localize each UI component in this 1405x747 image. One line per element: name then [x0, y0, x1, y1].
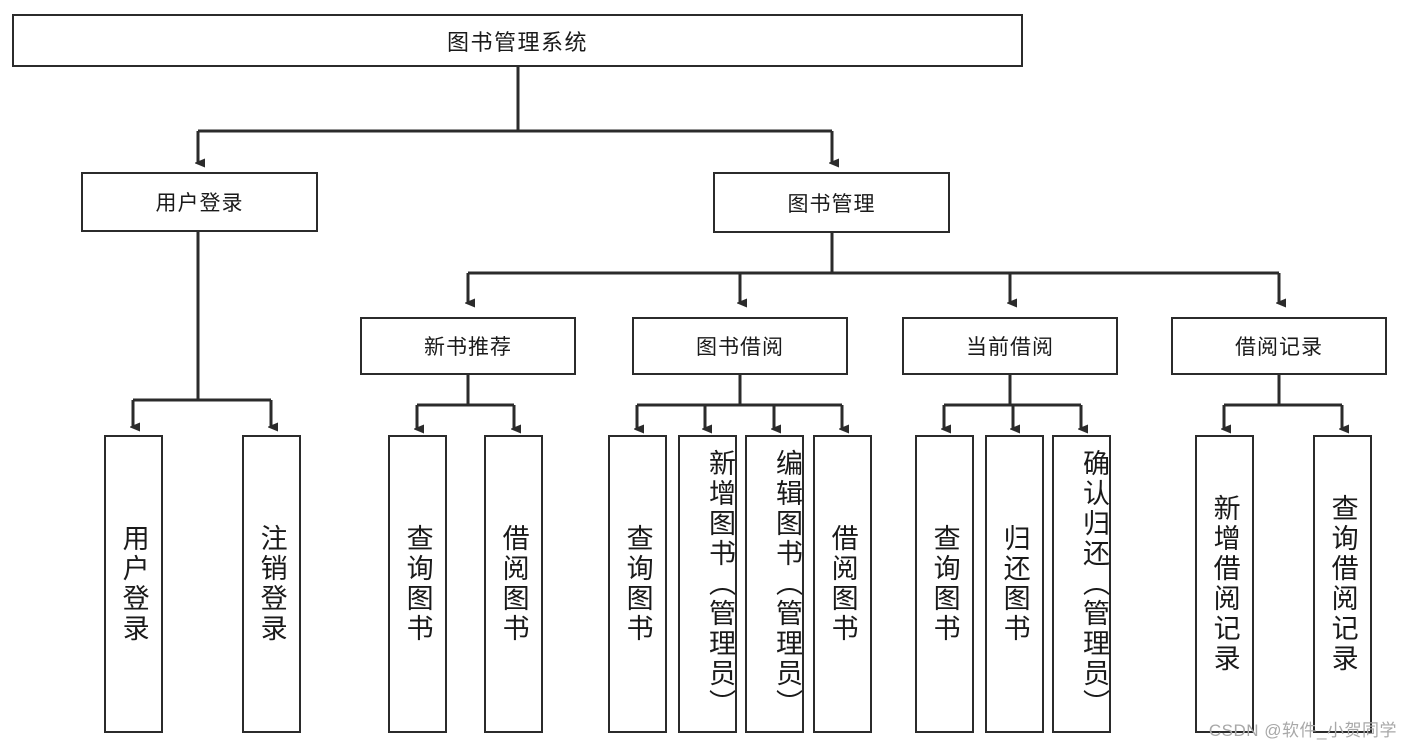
- node-label: 新增借阅记录: [1209, 494, 1240, 674]
- leaf-confirm-return-admin[interactable]: 确认归还（管理员）: [1052, 435, 1111, 733]
- node-label: 查询借阅记录: [1327, 494, 1358, 674]
- leaf-borrow-book-recommend[interactable]: 借阅图书: [484, 435, 543, 733]
- node-label: 图书管理系统: [446, 29, 588, 55]
- node-label: 借阅图书: [827, 524, 858, 644]
- leaf-query-book-recommend[interactable]: 查询图书: [388, 435, 447, 733]
- node-label: 查询图书: [929, 524, 960, 644]
- node-user-login[interactable]: 用户登录: [81, 172, 318, 232]
- node-current-borrow[interactable]: 当前借阅: [902, 317, 1118, 375]
- leaf-query-borrow-record[interactable]: 查询借阅记录: [1313, 435, 1372, 733]
- node-label: 图书管理: [787, 192, 876, 216]
- node-borrow-record[interactable]: 借阅记录: [1171, 317, 1387, 375]
- node-label: 借阅图书: [498, 524, 529, 644]
- leaf-user-login[interactable]: 用户登录: [104, 435, 163, 733]
- node-label: 图书借阅: [696, 336, 784, 359]
- node-label: 用户登录: [118, 524, 149, 644]
- node-label: 当前借阅: [966, 336, 1054, 359]
- leaf-borrow-book[interactable]: 借阅图书: [813, 435, 872, 733]
- leaf-add-borrow-record[interactable]: 新增借阅记录: [1195, 435, 1254, 733]
- node-label: 查询图书: [402, 524, 433, 644]
- node-label: 用户登录: [155, 192, 244, 215]
- node-root-book-management-system[interactable]: 图书管理系统: [12, 14, 1023, 67]
- node-label: 新书推荐: [424, 336, 512, 359]
- leaf-query-book-borrow[interactable]: 查询图书: [608, 435, 667, 733]
- leaf-query-book-current[interactable]: 查询图书: [915, 435, 974, 733]
- leaf-add-book-admin[interactable]: 新增图书（管理员）: [678, 435, 737, 733]
- leaf-edit-book-admin[interactable]: 编辑图书（管理员）: [745, 435, 804, 733]
- watermark-text: CSDN @软件_小贺同学: [1208, 721, 1397, 740]
- node-label: 编辑图书（管理员）: [772, 449, 802, 719]
- leaf-return-book[interactable]: 归还图书: [985, 435, 1044, 733]
- node-book-manage[interactable]: 图书管理: [713, 172, 950, 233]
- leaf-logout-login[interactable]: 注销登录: [242, 435, 301, 733]
- node-label: 归还图书: [999, 524, 1030, 644]
- node-book-borrow[interactable]: 图书借阅: [632, 317, 848, 375]
- node-new-book-recommend[interactable]: 新书推荐: [360, 317, 576, 375]
- node-label: 新增图书（管理员）: [705, 449, 735, 719]
- node-label: 确认归还（管理员）: [1079, 449, 1109, 719]
- node-label: 查询图书: [622, 524, 653, 644]
- node-label: 注销登录: [256, 524, 287, 644]
- node-label: 借阅记录: [1235, 336, 1323, 359]
